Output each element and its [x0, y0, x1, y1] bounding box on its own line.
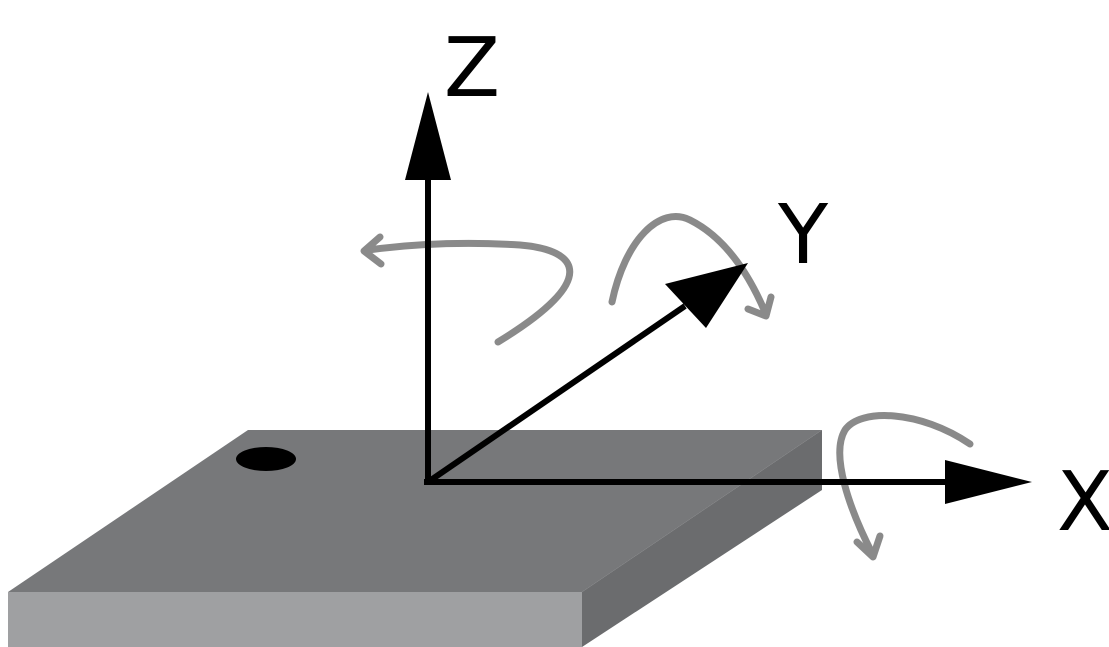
rotation-arrows: [360, 213, 974, 561]
board-front-face: [8, 592, 582, 647]
x-axis-arrow: [424, 460, 1032, 504]
z-axis-arrow: [405, 92, 451, 482]
pin1-dot: [236, 447, 296, 471]
sensor-board: [8, 430, 822, 647]
z-rotation-arrow: [360, 233, 574, 346]
y-rotation-arrow: [608, 213, 775, 320]
axes: [405, 92, 1032, 504]
board-top-face: [8, 430, 822, 592]
y-axis-arrow: [426, 263, 748, 485]
z-axis-label: Z: [444, 21, 500, 116]
y-axis-label: Y: [777, 188, 829, 283]
x-axis-label: X: [1057, 455, 1109, 550]
x-rotation-arrow: [836, 412, 974, 561]
